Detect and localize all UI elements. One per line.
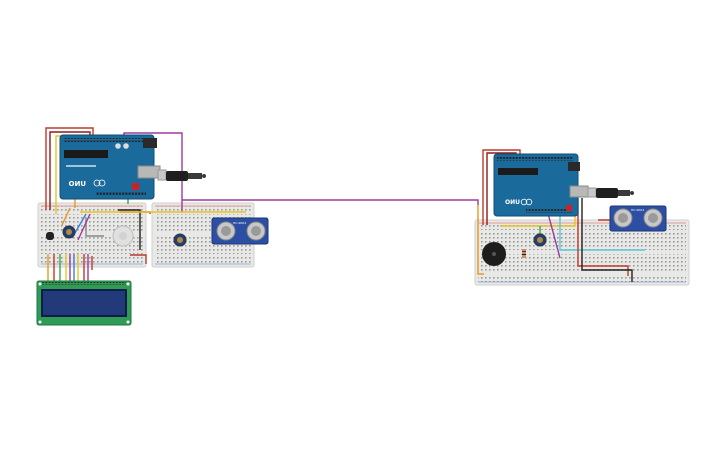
left-circuit: UNO	[36, 127, 479, 326]
piezo-buzzer[interactable]	[482, 242, 506, 266]
arduino-logo-text: UNO	[68, 180, 86, 188]
piezo-buzzer[interactable]	[112, 225, 134, 247]
arduino-uno[interactable]: UNO	[59, 134, 161, 200]
sensor-label: HC-SR04	[631, 208, 644, 212]
potentiometer[interactable]	[62, 225, 76, 239]
potentiometer[interactable]	[533, 233, 547, 247]
lcd-16x2[interactable]	[36, 280, 132, 326]
usb-cable	[587, 187, 634, 198]
temperature-sensor[interactable]	[46, 232, 54, 240]
potentiometer-2[interactable]	[173, 233, 187, 247]
ultrasonic-sensor[interactable]: HC-SR04	[211, 217, 269, 245]
resistor[interactable]	[522, 249, 526, 258]
right-circuit: UNO	[474, 149, 690, 286]
arduino-uno[interactable]: UNO	[493, 153, 589, 217]
sensor-label: HC-SR04	[233, 221, 246, 225]
usb-cable	[157, 169, 206, 181]
arduino-logo-text: UNO	[505, 199, 520, 206]
ultrasonic-sensor[interactable]: HC-SR04	[609, 205, 667, 232]
